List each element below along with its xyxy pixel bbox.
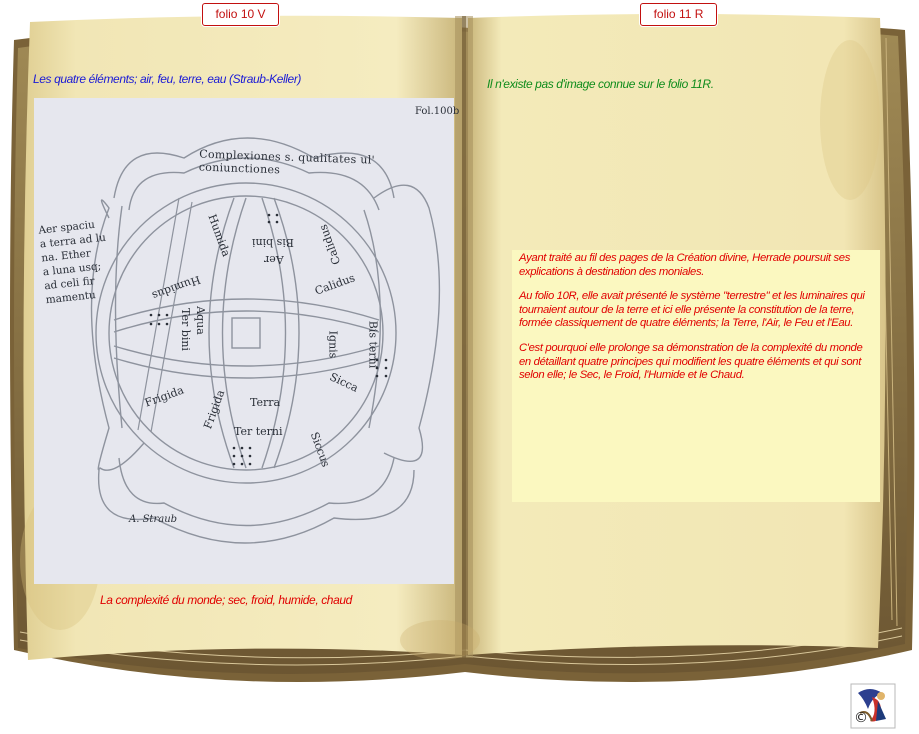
element-air: Aer [264,253,284,266]
water-extra: Ter bini [178,308,192,351]
logo-graphic [850,683,896,729]
side-inscription: Aer spaciu a terra ad lu na. Ether a lun… [37,218,107,307]
folio-tab-right: folio 11 R [640,3,717,26]
manuscript-image: Fol.100b Complexiones s. qualitates ul' … [34,98,459,584]
commentary-paragraph-2: Au folio 10R, elle avait présenté le sys… [519,290,865,330]
open-book: folio 10 V folio 11 R Les quatre élément… [10,3,915,683]
commentary-box: Ayant traité au fil des pages de la Créa… [512,250,880,502]
artist-signature: A. Straub [129,514,178,525]
folio-tab-left: folio 10 V [202,3,279,26]
folio-number-label: Fol.100b [415,106,460,117]
copyright-illumination-icon[interactable]: © [850,683,896,729]
element-earth: Terra [250,396,281,409]
commentary-paragraph-1: Ayant traité au fil des pages de la Créa… [519,252,851,278]
element-fire: Ignis [326,330,340,359]
element-water: Aqua [193,306,207,335]
left-caption-bottom: La complexité du monde; sec, froid, humi… [100,593,352,607]
left-caption-top: Les quatre éléments; air, feu, terre, ea… [33,72,302,86]
commentary-paragraph-3: C'est pourquoi elle prolonge sa démonstr… [519,341,863,382]
copyright-mark: © [854,710,868,726]
four-elements-diagram [90,137,441,544]
air-extra: Bis bini [252,236,294,249]
earth-extra: Ter terni [234,425,283,438]
right-caption-top: Il n'existe pas d'image connue sur le fo… [487,77,714,91]
fire-extra: Bis terni [366,320,380,369]
